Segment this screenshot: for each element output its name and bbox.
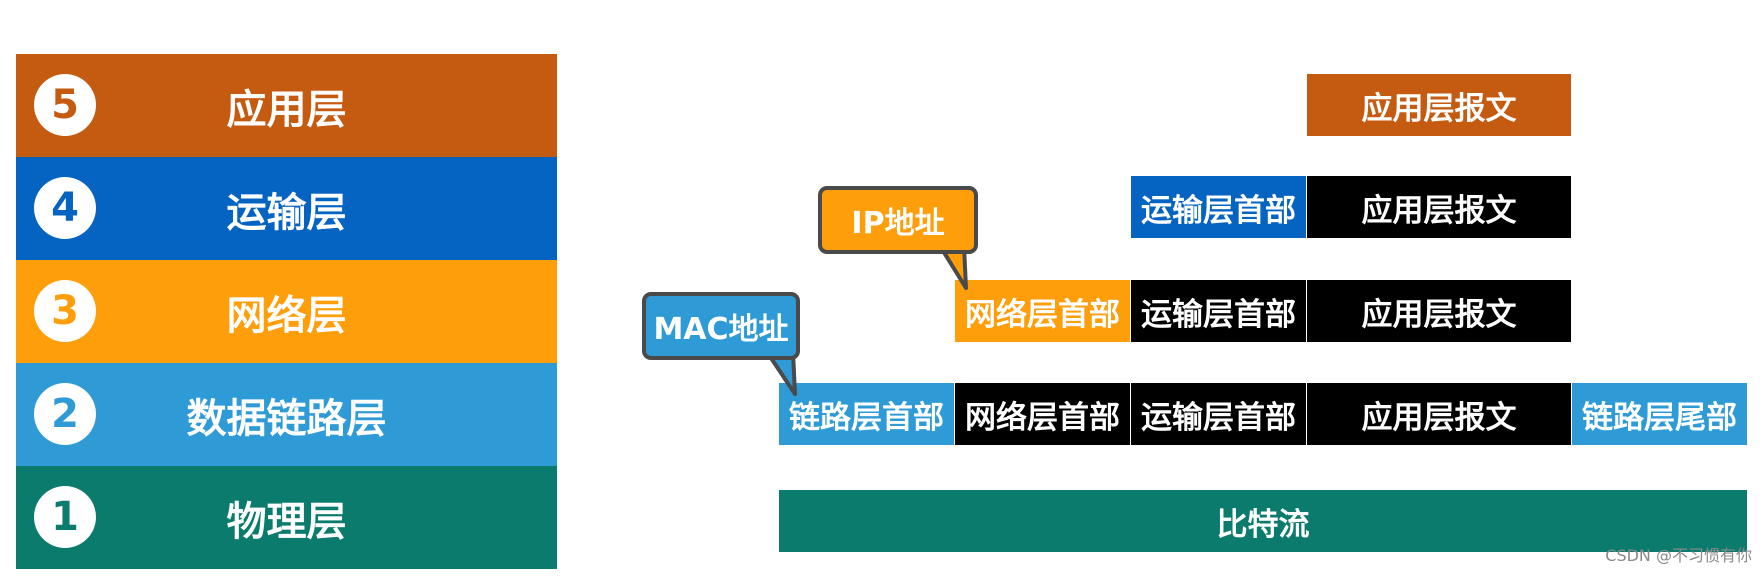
- transport-header-box: 运输层首部: [1131, 383, 1306, 445]
- layer-number-badge: 3: [34, 280, 96, 342]
- layer-application: 应用层 5: [16, 54, 557, 157]
- layer-physical: 物理层 1: [16, 466, 557, 569]
- app-message-box: 应用层报文: [1307, 280, 1571, 342]
- layer-number-badge: 1: [34, 486, 96, 548]
- transport-header-box: 运输层首部: [1131, 176, 1306, 238]
- mac-callout-tail: [765, 352, 797, 396]
- transport-header-box: 运输层首部: [1131, 280, 1306, 342]
- ip-address-callout: IP地址: [818, 186, 978, 254]
- layer-name: 物理层: [226, 498, 347, 545]
- watermark: CSDN @不习惯有你: [1605, 546, 1752, 565]
- network-header-box: 网络层首部: [955, 383, 1130, 445]
- layer-number-badge: 4: [34, 177, 96, 239]
- layer-datalink: 数据链路层 2: [16, 363, 557, 466]
- mac-address-callout: MAC地址: [642, 292, 800, 360]
- layer-transport: 运输层 4: [16, 157, 557, 260]
- layer-name: 数据链路层: [186, 395, 387, 442]
- layer-name: 网络层: [226, 292, 347, 339]
- layer-network: 网络层 3: [16, 260, 557, 363]
- app-message-box: 应用层报文: [1307, 176, 1571, 238]
- layer-name: 应用层: [226, 86, 347, 133]
- link-trailer-box: 链路层尾部: [1572, 383, 1747, 445]
- ip-callout-tail: [938, 246, 968, 290]
- app-message-box: 应用层报文: [1307, 383, 1571, 445]
- layer-name: 运输层: [226, 189, 347, 236]
- layer-number-badge: 2: [34, 383, 96, 445]
- bitstream-bar: 比特流: [779, 490, 1747, 552]
- app-message-box: 应用层报文: [1307, 74, 1571, 136]
- layer-number-badge: 5: [34, 74, 96, 136]
- link-header-box: 链路层首部: [779, 383, 954, 445]
- network-header-box: 网络层首部: [955, 280, 1130, 342]
